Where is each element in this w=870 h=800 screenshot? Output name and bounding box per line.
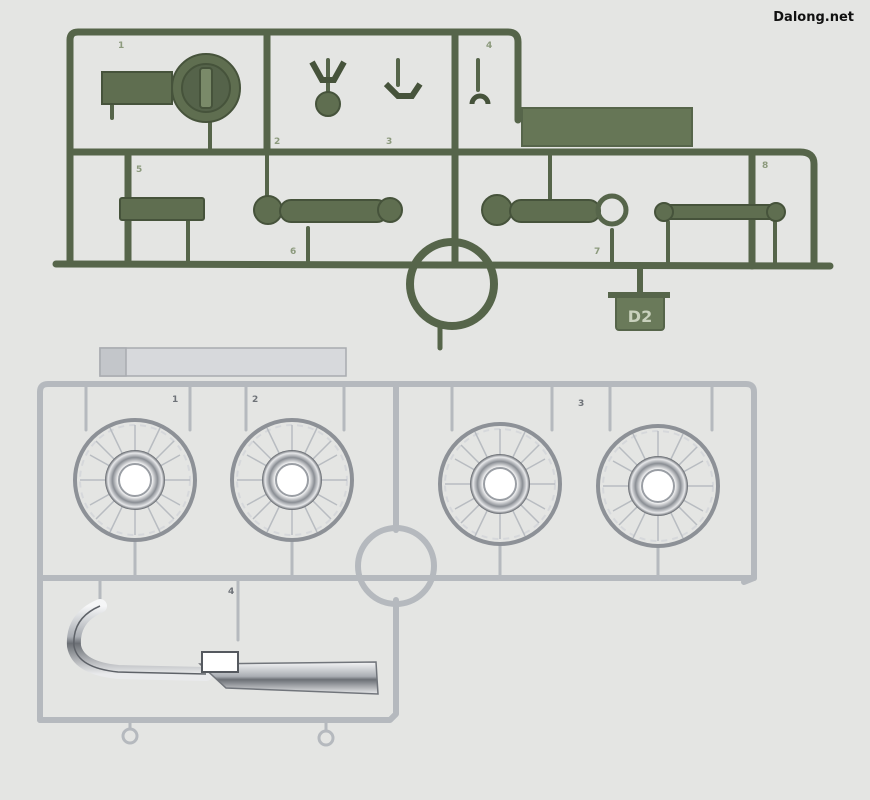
muffler-body xyxy=(198,661,379,695)
chrome-part-number: 2 xyxy=(252,395,258,405)
exhaust-pipe xyxy=(66,599,213,681)
green-part-number: 4 xyxy=(486,41,492,51)
wheel-4 xyxy=(596,424,720,548)
chrome-frame xyxy=(37,381,757,723)
clip-part xyxy=(469,93,491,105)
green-part-number: 6 xyxy=(290,247,296,257)
chrome-part-number: 1 xyxy=(172,395,178,405)
clamp-part-2 xyxy=(383,81,423,99)
green-runner-bottom xyxy=(52,260,834,270)
green-runner-middle xyxy=(66,148,818,270)
chrome-sprue-ring xyxy=(355,525,437,607)
wheel-1 xyxy=(73,418,197,542)
green-parts xyxy=(101,53,786,331)
chrome-runner-bottom xyxy=(37,597,399,723)
wheels xyxy=(73,418,720,548)
green-part-number: 2 xyxy=(274,137,280,147)
lever-part-1 xyxy=(279,199,389,223)
exhaust-muffler xyxy=(66,599,379,695)
bar-part-1 xyxy=(119,197,205,221)
green-part-number: 8 xyxy=(762,161,768,171)
green-part-number: 5 xyxy=(136,165,142,175)
green-sprue xyxy=(52,28,834,351)
rod-part xyxy=(659,204,781,220)
clamp-part-1 xyxy=(309,60,347,83)
green-part-number: 1 xyxy=(118,41,124,51)
green-part-number: 7 xyxy=(594,247,600,257)
wheel-2 xyxy=(230,418,354,542)
chrome-part-number: 4 xyxy=(228,587,234,597)
green-frame-top xyxy=(66,28,522,266)
wheel-3 xyxy=(438,422,562,546)
watermark: Dalong.net xyxy=(773,10,854,25)
chrome-sprue xyxy=(37,381,757,747)
green-sprue-ring xyxy=(406,238,498,330)
lever-part-2 xyxy=(509,199,601,223)
muffler-heat-shield xyxy=(201,651,239,673)
chrome-name-plate xyxy=(99,347,347,377)
bracket-part xyxy=(101,71,173,105)
green-part-number: 3 xyxy=(386,137,392,147)
green-name-plate xyxy=(521,107,693,147)
green-part-numbers: 1 2 3 4 5 6 7 8 xyxy=(118,41,768,257)
chrome-part-numbers: 1 2 3 4 xyxy=(172,395,584,597)
chrome-part-number: 3 xyxy=(578,399,584,409)
d2-code-label: D2 xyxy=(628,307,652,326)
